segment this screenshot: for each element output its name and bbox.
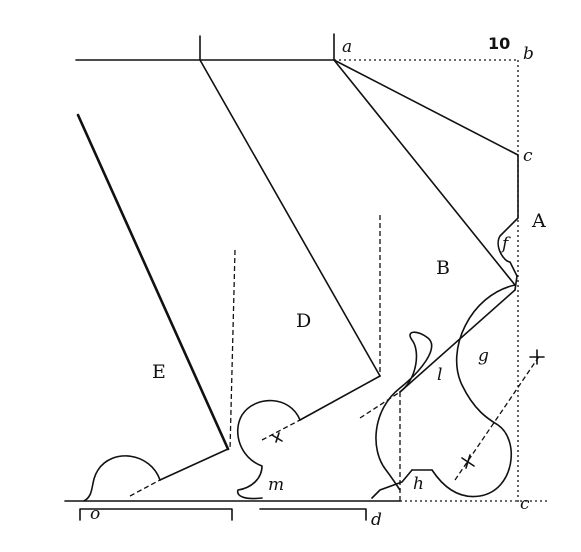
member-A-slope — [333, 59, 519, 156]
label-number: 10 — [488, 34, 510, 53]
corona-D-edge — [299, 375, 381, 421]
member-B-slope — [333, 59, 516, 286]
label-l: l — [437, 365, 442, 385]
label-c-top: c — [523, 146, 533, 166]
centre-marker-m — [271, 432, 283, 443]
label-d: d — [371, 510, 382, 530]
centre-marker-g — [461, 454, 475, 469]
label-b: b — [523, 44, 534, 64]
label-h: h — [413, 474, 424, 494]
member-E-slope — [76, 113, 230, 451]
moulding-m — [236, 399, 301, 500]
ruler-d — [259, 508, 367, 521]
label-g: g — [478, 346, 489, 366]
construct-E — [229, 249, 236, 451]
member-E-lower — [159, 448, 229, 481]
soffit-line — [399, 289, 516, 393]
label-m: m — [268, 475, 284, 495]
label-f: f — [500, 234, 511, 254]
cyma-g — [431, 284, 516, 498]
label-B: B — [436, 257, 450, 279]
label-E: E — [152, 361, 166, 383]
fillet-h-step — [371, 469, 413, 499]
label-A: A — [531, 210, 546, 232]
construct-o-diag — [129, 479, 161, 497]
ruler-o — [79, 508, 233, 521]
moulding-l — [375, 331, 433, 491]
profile-A — [497, 154, 519, 291]
centre-marker-top — [529, 349, 545, 365]
moulding-o — [83, 455, 161, 502]
construct-m-diag — [261, 419, 301, 441]
member-D-slope — [199, 59, 381, 377]
label-a: a — [342, 37, 352, 57]
label-c-bottom: c — [520, 494, 530, 514]
label-o: o — [90, 504, 100, 524]
label-D: D — [296, 310, 311, 332]
